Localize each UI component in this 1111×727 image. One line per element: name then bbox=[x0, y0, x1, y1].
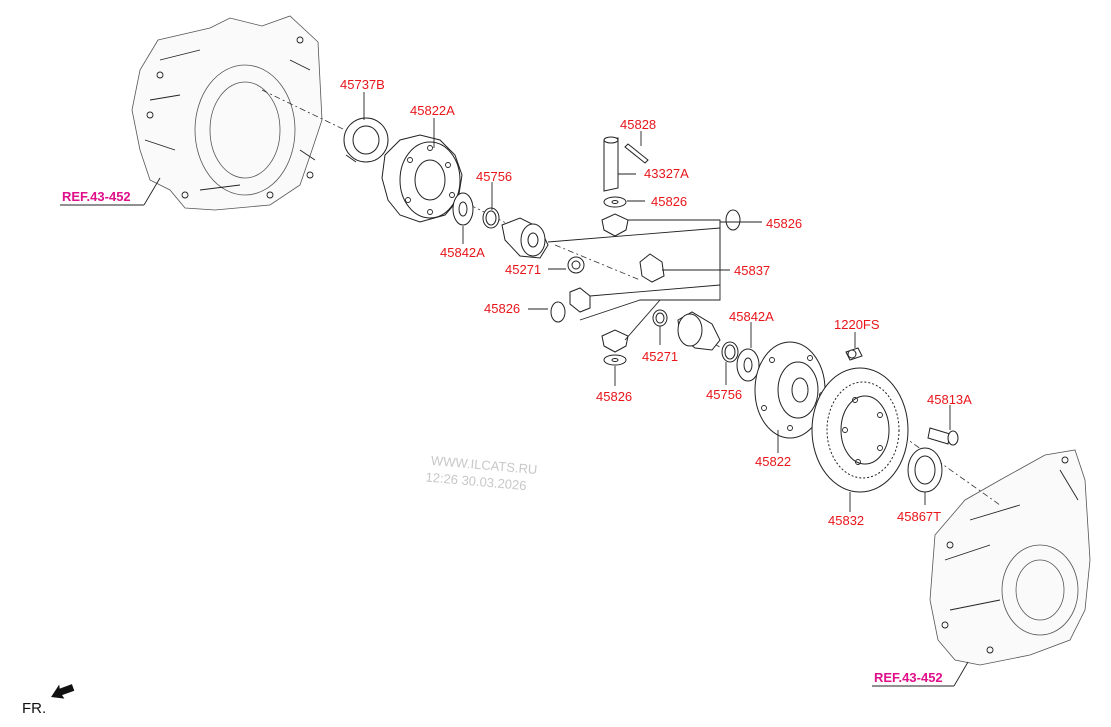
label-45842A-b: 45842A bbox=[729, 309, 774, 324]
pinion-washer-top bbox=[603, 196, 627, 208]
label-45826-c: 45826 bbox=[484, 301, 520, 316]
leader-lines bbox=[363, 92, 951, 512]
thrust-washer-45842A-upper bbox=[452, 192, 474, 226]
pinion-gear-right bbox=[639, 253, 665, 283]
label-43327A: 43327A bbox=[644, 166, 689, 181]
side-gear-upper bbox=[501, 217, 549, 259]
bolt-1220FS bbox=[845, 347, 863, 361]
pinion-washer-right bbox=[725, 209, 741, 231]
differential-case-45822 bbox=[754, 341, 826, 439]
lock-pin-45828 bbox=[624, 143, 649, 164]
bolt-45813A bbox=[927, 427, 959, 446]
front-label: FR. bbox=[22, 700, 46, 717]
snap-ring-45756-upper bbox=[482, 207, 500, 229]
transaxle-housing-right bbox=[929, 449, 1091, 666]
side-gear-lower bbox=[677, 311, 721, 351]
ref-label-bottom[interactable]: REF.43-452 bbox=[874, 670, 943, 685]
ref-callout-top[interactable]: REF.43-452 bbox=[60, 177, 161, 206]
pinion-gear-bottom bbox=[601, 329, 629, 353]
thrust-washer-45842A-lower bbox=[736, 348, 760, 382]
assembly-axis-line bbox=[261, 89, 1001, 506]
label-45756-b: 45756 bbox=[706, 387, 742, 402]
pinion-shaft-43327A bbox=[603, 136, 619, 192]
washer-45271-lower bbox=[652, 309, 668, 327]
label-45832: 45832 bbox=[828, 513, 864, 528]
front-arrow-icon bbox=[51, 684, 75, 699]
label-45271-a: 45271 bbox=[505, 262, 541, 277]
bearing-45737B bbox=[343, 117, 389, 163]
differential-case-45822A bbox=[381, 134, 463, 223]
pinion-washer-left bbox=[550, 301, 566, 323]
ref-label-top[interactable]: REF.43-452 bbox=[62, 189, 131, 204]
part-labels: 45737B 45822A 45828 43327A 45826 45826 4… bbox=[340, 77, 972, 528]
front-direction-indicator: FR. bbox=[22, 684, 75, 717]
pinion-washer-bottom bbox=[603, 354, 627, 366]
pinion-gear-top bbox=[601, 213, 629, 237]
label-45813A: 45813A bbox=[927, 392, 972, 407]
label-45828: 45828 bbox=[620, 117, 656, 132]
watermark: WWW.ILCATS.RU 12:26 30.03.2026 bbox=[425, 453, 538, 493]
label-45842A-a: 45842A bbox=[440, 245, 485, 260]
shim-45867T bbox=[907, 447, 943, 493]
washer-45271-upper bbox=[567, 256, 585, 274]
ref-callout-bottom[interactable]: REF.43-452 bbox=[872, 661, 969, 687]
label-45826-b: 45826 bbox=[766, 216, 802, 231]
label-45756-a: 45756 bbox=[476, 169, 512, 184]
pinion-gear-left bbox=[569, 287, 591, 313]
label-45737B: 45737B bbox=[340, 77, 385, 92]
ring-gear-45832 bbox=[811, 367, 909, 493]
label-1220FS: 1220FS bbox=[834, 317, 880, 332]
label-45822: 45822 bbox=[755, 454, 791, 469]
label-45826-d: 45826 bbox=[596, 389, 632, 404]
label-45826-a: 45826 bbox=[651, 194, 687, 209]
label-45867T: 45867T bbox=[897, 509, 941, 524]
transaxle-housing-left bbox=[131, 15, 323, 211]
label-45271-b: 45271 bbox=[642, 349, 678, 364]
label-45837: 45837 bbox=[734, 263, 770, 278]
label-45822A: 45822A bbox=[410, 103, 455, 118]
snap-ring-45756-lower bbox=[721, 341, 739, 363]
